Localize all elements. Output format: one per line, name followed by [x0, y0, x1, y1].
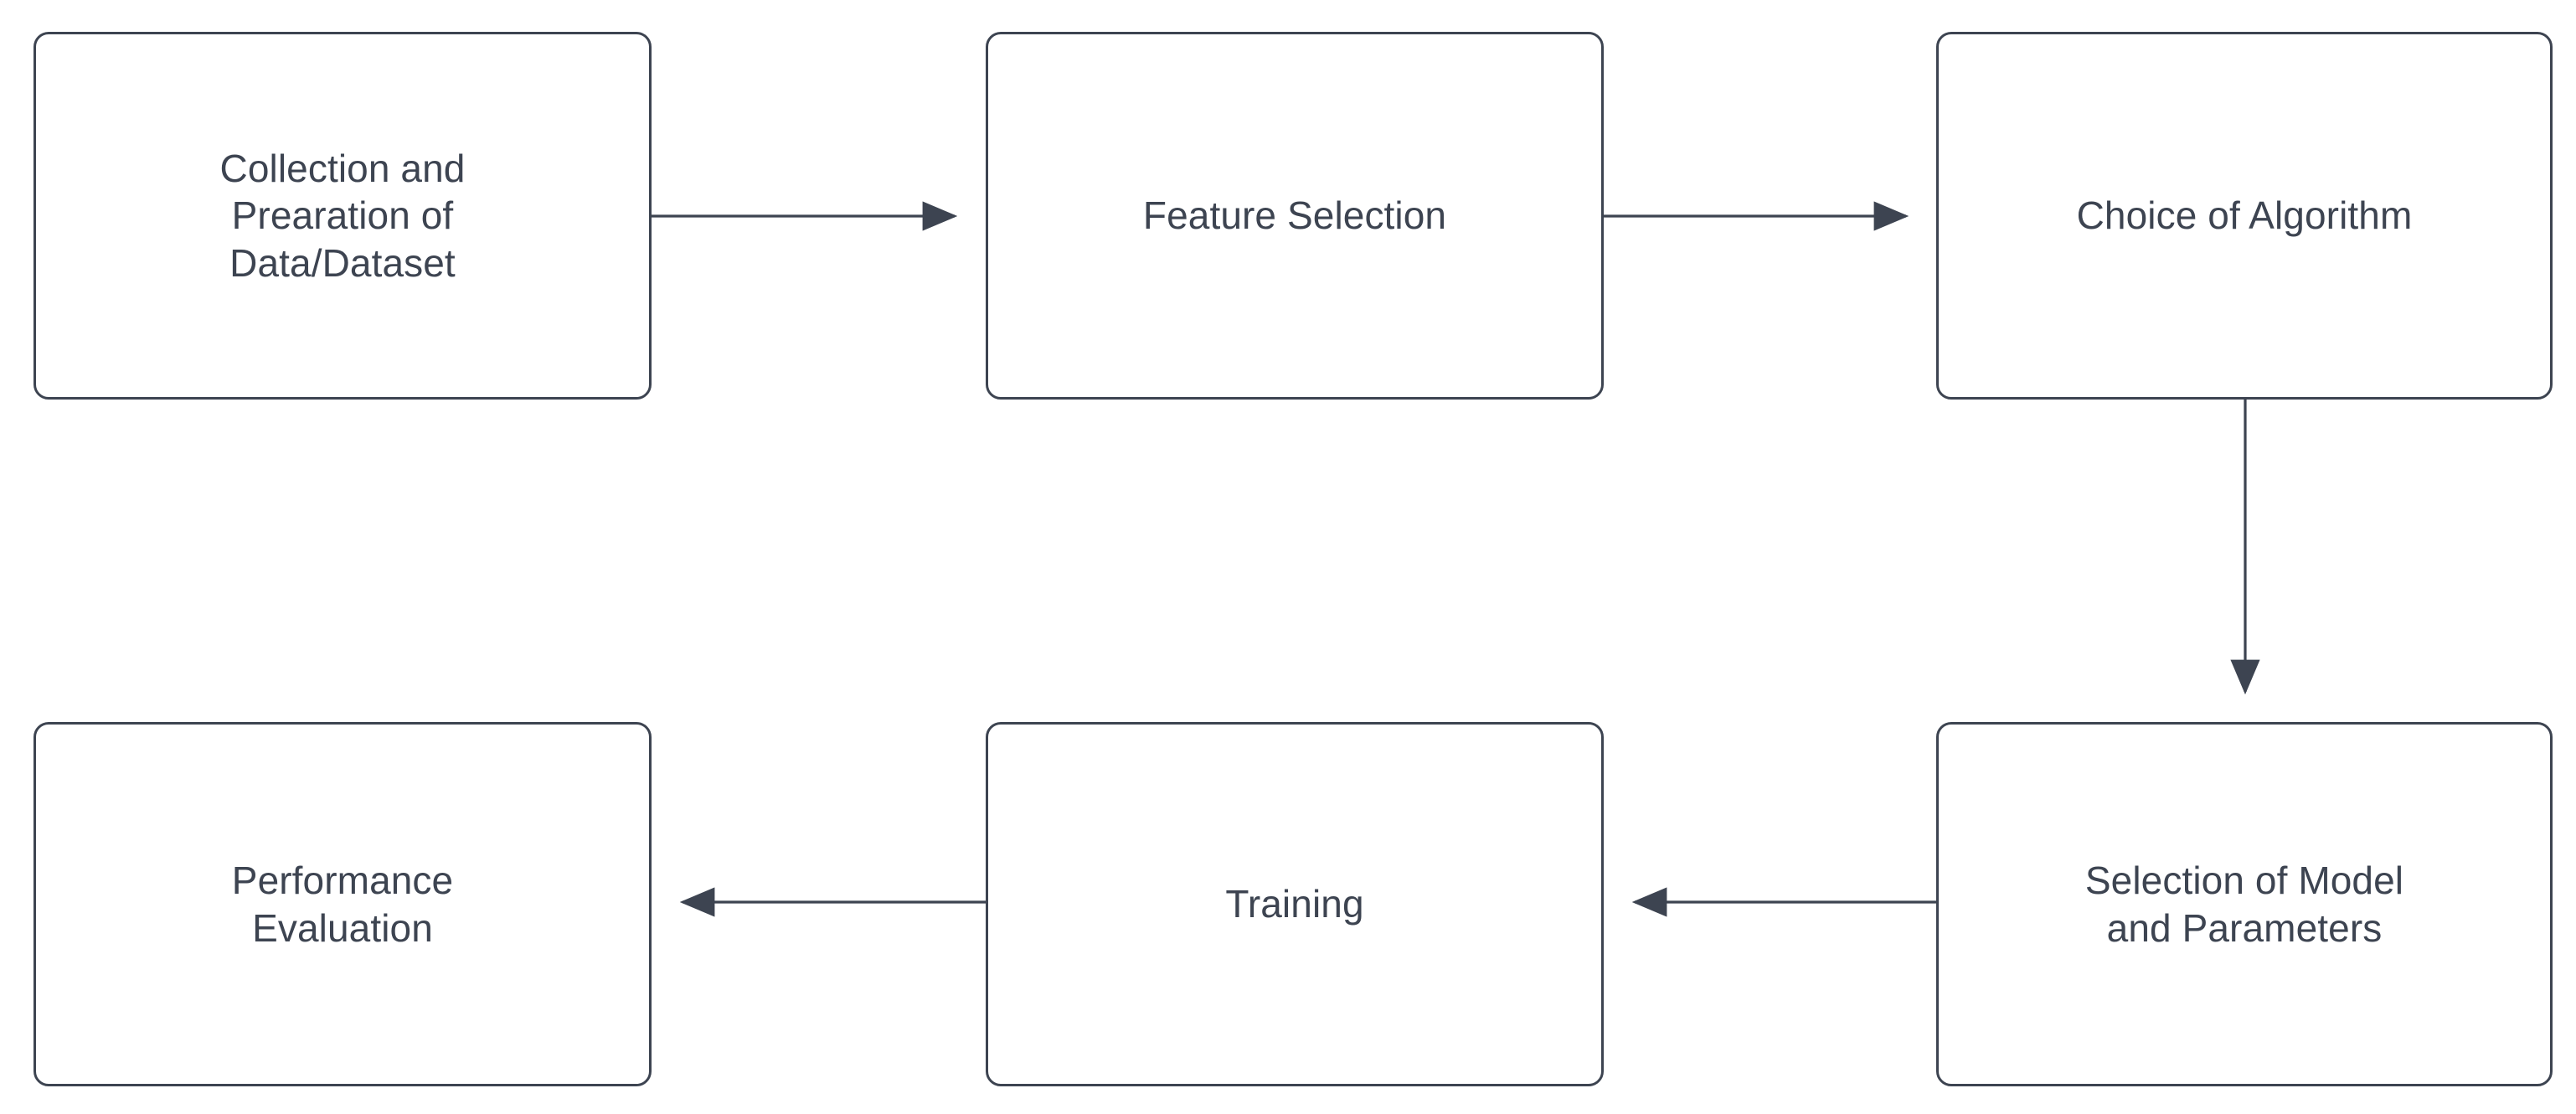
- node-label: Performance Evaluation: [231, 859, 454, 950]
- node-feature-selection[interactable]: Feature Selection: [986, 32, 1604, 400]
- node-label: Collection and Prearation of Data/Datase…: [219, 147, 466, 285]
- node-selection-of-model-and-parameters[interactable]: Selection of Model and Parameters: [1936, 722, 2553, 1086]
- node-label: Feature Selection: [1142, 193, 1447, 238]
- node-performance-evaluation[interactable]: Performance Evaluation: [33, 722, 652, 1086]
- node-training[interactable]: Training: [986, 722, 1604, 1086]
- node-label: Choice of Algorithm: [2076, 193, 2413, 238]
- node-label: Training: [1225, 882, 1364, 926]
- node-label: Selection of Model and Parameters: [2084, 859, 2404, 950]
- node-collection-and-preparation-of-data[interactable]: Collection and Prearation of Data/Datase…: [33, 32, 652, 400]
- node-choice-of-algorithm[interactable]: Choice of Algorithm: [1936, 32, 2553, 400]
